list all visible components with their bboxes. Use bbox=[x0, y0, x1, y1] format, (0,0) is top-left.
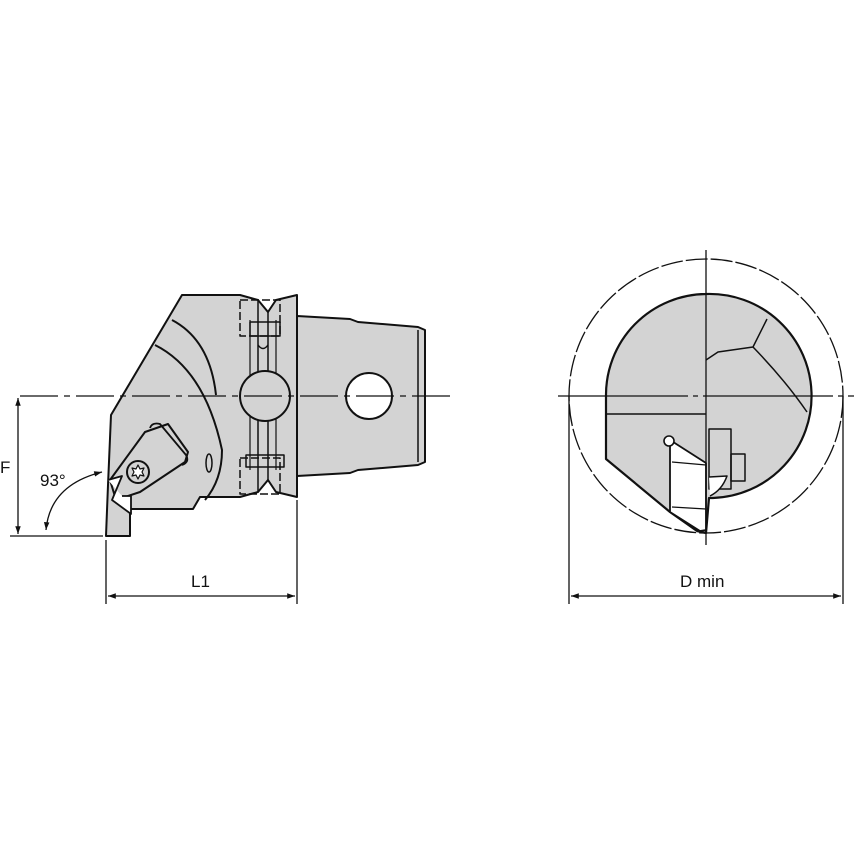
torx-icon bbox=[131, 464, 145, 480]
lower-clamp bbox=[239, 457, 281, 495]
angle-arc bbox=[43, 471, 103, 531]
dim-F-label: F bbox=[0, 458, 10, 477]
dim-Dmin-label: D min bbox=[680, 572, 724, 591]
dim-Dmin bbox=[568, 396, 844, 604]
dim-L1 bbox=[105, 500, 298, 604]
side-view bbox=[105, 294, 426, 537]
dim-L1-label: L1 bbox=[191, 572, 210, 591]
insert bbox=[107, 475, 132, 515]
angle-label: 93° bbox=[40, 471, 66, 490]
dim-F bbox=[10, 398, 103, 537]
